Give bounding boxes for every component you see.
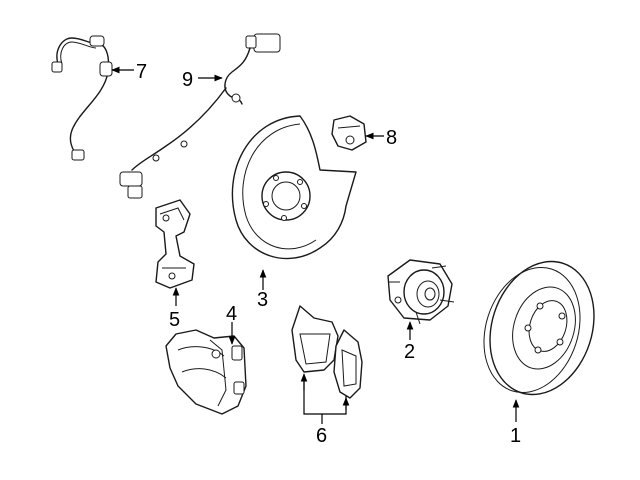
part-brake-pads — [291, 305, 363, 399]
part-wheel-hub — [387, 259, 455, 325]
callout-2: 2 — [404, 341, 415, 363]
callout-9: 9 — [182, 69, 193, 91]
callout-3: 3 — [257, 289, 268, 311]
callout-4: 4 — [226, 303, 237, 325]
part-dust-shield — [231, 115, 357, 260]
callout-5: 5 — [169, 309, 180, 331]
callout-6: 6 — [316, 425, 327, 447]
callout-8: 8 — [386, 127, 397, 149]
part-wheel-speed-sensor — [331, 115, 367, 151]
callout-1: 1 — [510, 425, 521, 447]
part-abs-sensor-wire — [119, 33, 281, 199]
part-brake-rotor — [483, 260, 595, 396]
part-caliper-bracket — [155, 199, 195, 289]
part-brake-caliper — [165, 329, 247, 415]
callout-7: 7 — [136, 61, 147, 83]
part-brake-hose — [51, 35, 113, 161]
